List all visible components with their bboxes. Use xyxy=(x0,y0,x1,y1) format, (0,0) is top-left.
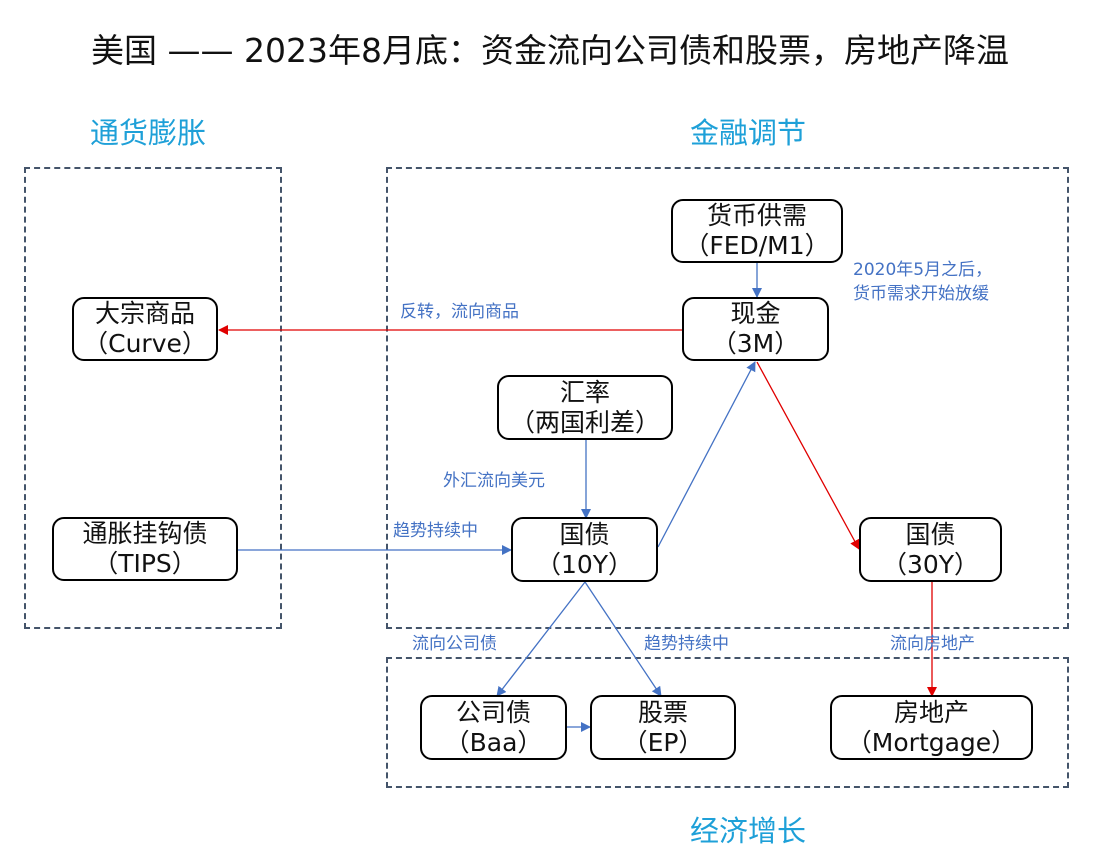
node-stocks-code: （EP） xyxy=(622,727,704,757)
label-to-corporate: 流向公司债 xyxy=(412,634,497,654)
label-fx-to-10y: 外汇流向美元 xyxy=(443,471,545,491)
node-real-estate[interactable]: 房地产 （Mortgage） xyxy=(830,695,1033,760)
diagram-title: 美国 —— 2023年8月底：资金流向公司债和股票，房地产降温 xyxy=(91,31,1009,70)
group-growth xyxy=(386,657,1069,788)
node-stocks-label: 股票 xyxy=(637,697,688,727)
label-to-real-estate: 流向房地产 xyxy=(890,634,975,654)
node-commodities-label: 大宗商品 xyxy=(94,299,195,328)
money-note-line2: 货币需求开始放缓 xyxy=(853,284,989,304)
node-fx-code: （两国利差） xyxy=(509,407,660,437)
node-commodities[interactable]: 大宗商品 （Curve） xyxy=(72,297,218,361)
node-money-supply-code: （FED/M1） xyxy=(684,231,830,260)
node-tips-code: （TIPS） xyxy=(93,549,197,578)
node-corporate-bond-code: （Baa） xyxy=(444,727,543,757)
label-cash-to-commodities: 反转，流向商品 xyxy=(400,302,519,322)
node-tips[interactable]: 通胀挂钩债 （TIPS） xyxy=(52,517,238,581)
edge-10y-to-corporate xyxy=(496,581,586,697)
edge-cash-to-30y xyxy=(756,361,860,550)
node-money-supply[interactable]: 货币供需 （FED/M1） xyxy=(671,199,843,263)
node-real-estate-code: （Mortgage） xyxy=(846,727,1017,757)
node-tips-label: 通胀挂钩债 xyxy=(82,519,208,548)
label-to-stocks: 趋势持续中 xyxy=(644,634,729,654)
node-cash-label: 现金 xyxy=(730,299,781,328)
node-treasury-30y-label: 国债 xyxy=(905,519,956,549)
node-treasury-10y-code: （10Y） xyxy=(535,549,634,579)
node-treasury-30y[interactable]: 国债 （30Y） xyxy=(859,517,1002,582)
edge-10y-to-stocks xyxy=(584,581,662,697)
node-cash-code: （3M） xyxy=(711,329,800,358)
node-corporate-bond[interactable]: 公司债 （Baa） xyxy=(420,695,567,760)
edge-10y-to-cash xyxy=(657,361,756,548)
group-financial xyxy=(386,167,1069,629)
section-title-growth: 经济增长 xyxy=(690,814,807,848)
node-money-supply-label: 货币供需 xyxy=(706,201,807,230)
section-title-inflation: 通货膨胀 xyxy=(90,116,207,150)
node-stocks[interactable]: 股票 （EP） xyxy=(590,695,736,760)
node-corporate-bond-label: 公司债 xyxy=(455,697,531,727)
money-note-line1: 2020年5月之后， xyxy=(853,260,993,280)
node-treasury-10y[interactable]: 国债 （10Y） xyxy=(511,517,658,582)
node-treasury-10y-label: 国债 xyxy=(559,519,610,549)
node-commodities-code: （Curve） xyxy=(83,329,207,358)
node-fx-label: 汇率 xyxy=(559,377,610,407)
node-treasury-30y-code: （30Y） xyxy=(881,549,980,579)
node-real-estate-label: 房地产 xyxy=(893,697,969,727)
label-tips-to-10y: 趋势持续中 xyxy=(393,521,478,541)
node-fx[interactable]: 汇率 （两国利差） xyxy=(497,375,673,440)
group-inflation xyxy=(24,167,282,629)
node-cash[interactable]: 现金 （3M） xyxy=(682,297,829,361)
section-title-financial: 金融调节 xyxy=(690,116,807,150)
